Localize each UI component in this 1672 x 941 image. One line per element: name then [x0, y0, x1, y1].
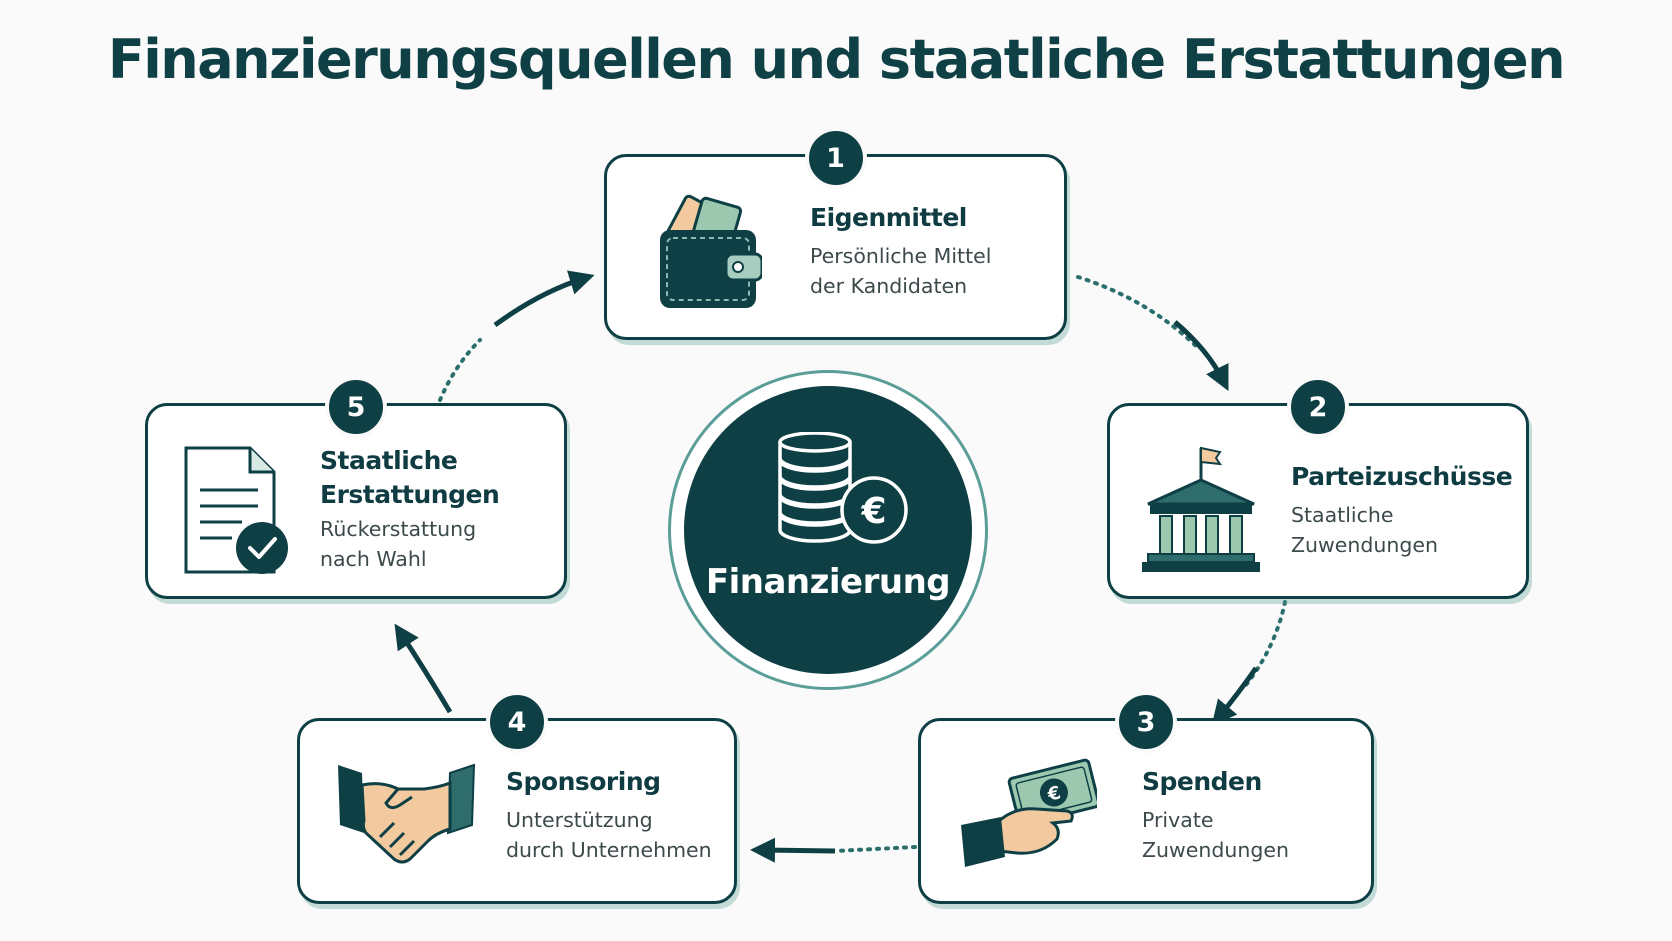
hand-money-icon: € — [961, 758, 1097, 867]
step-badge: 5 — [325, 376, 387, 438]
arrow-4-5 — [394, 623, 453, 714]
arrow-5-1 — [493, 270, 595, 328]
step-badge: 1 — [804, 127, 867, 189]
step-badge: 4 — [486, 691, 548, 753]
svg-text:€: € — [1045, 782, 1063, 806]
step-desc-line: Private — [1142, 808, 1214, 832]
connector-1-2 — [1076, 275, 1202, 352]
connector-5-1 — [438, 338, 482, 402]
step-desc-line: Unterstützung — [506, 808, 653, 832]
step-title: Eigenmittel — [810, 203, 967, 232]
step-title: Sponsoring — [506, 767, 661, 796]
connector-3-4 — [833, 845, 917, 853]
step-badge: 3 — [1115, 691, 1177, 753]
step-card-sponsoring: 4 Sponsoring Unterstützung durch Unterne… — [297, 691, 737, 904]
step-desc-line: der Kandidaten — [810, 274, 968, 298]
step-title: Spenden — [1142, 767, 1262, 796]
step-title-line: Staatliche — [320, 446, 458, 475]
coins-euro-icon: € — [778, 432, 908, 544]
handshake-icon — [338, 763, 476, 864]
step-desc-line: Persönliche Mittel — [810, 244, 992, 268]
step-badge: 2 — [1287, 376, 1349, 438]
step-desc-line: Zuwendungen — [1142, 838, 1290, 862]
government-building-icon — [1142, 446, 1260, 572]
step-title: Parteizuschüsse — [1291, 462, 1513, 491]
step-desc-line: Staatliche — [1291, 503, 1394, 527]
step-desc-line: Rückerstattung — [320, 517, 477, 541]
step-card-parteizuschuesse: 2 Parteizuschüsse Staatliche Zuwendungen — [1107, 376, 1529, 599]
step-card-spenden: 3 € Spenden Private Zuwendungen — [918, 691, 1374, 904]
arrow-2-3 — [1211, 666, 1259, 726]
step-title-line: Erstattungen — [320, 480, 500, 509]
arrow-1-2 — [1173, 320, 1229, 391]
svg-text:€: € — [860, 491, 886, 532]
wallet-icon — [660, 194, 762, 308]
step-card-staatliche-erstattungen: 5 Staatliche Erstattungen Rückerstattung… — [145, 376, 567, 599]
diagram-title: Finanzierungsquellen und staatliche Erst… — [107, 28, 1566, 91]
step-desc-line: nach Wahl — [320, 547, 427, 571]
document-check-icon — [184, 446, 288, 574]
step-card-eigenmittel: 1 Eigenmittel Persönliche Mittel der Kan… — [604, 127, 1067, 340]
center-label: Finanzierung — [705, 562, 951, 602]
step-desc-line: durch Unternehmen — [506, 838, 712, 862]
arrow-3-4 — [750, 837, 836, 863]
step-desc-line: Zuwendungen — [1291, 533, 1439, 557]
